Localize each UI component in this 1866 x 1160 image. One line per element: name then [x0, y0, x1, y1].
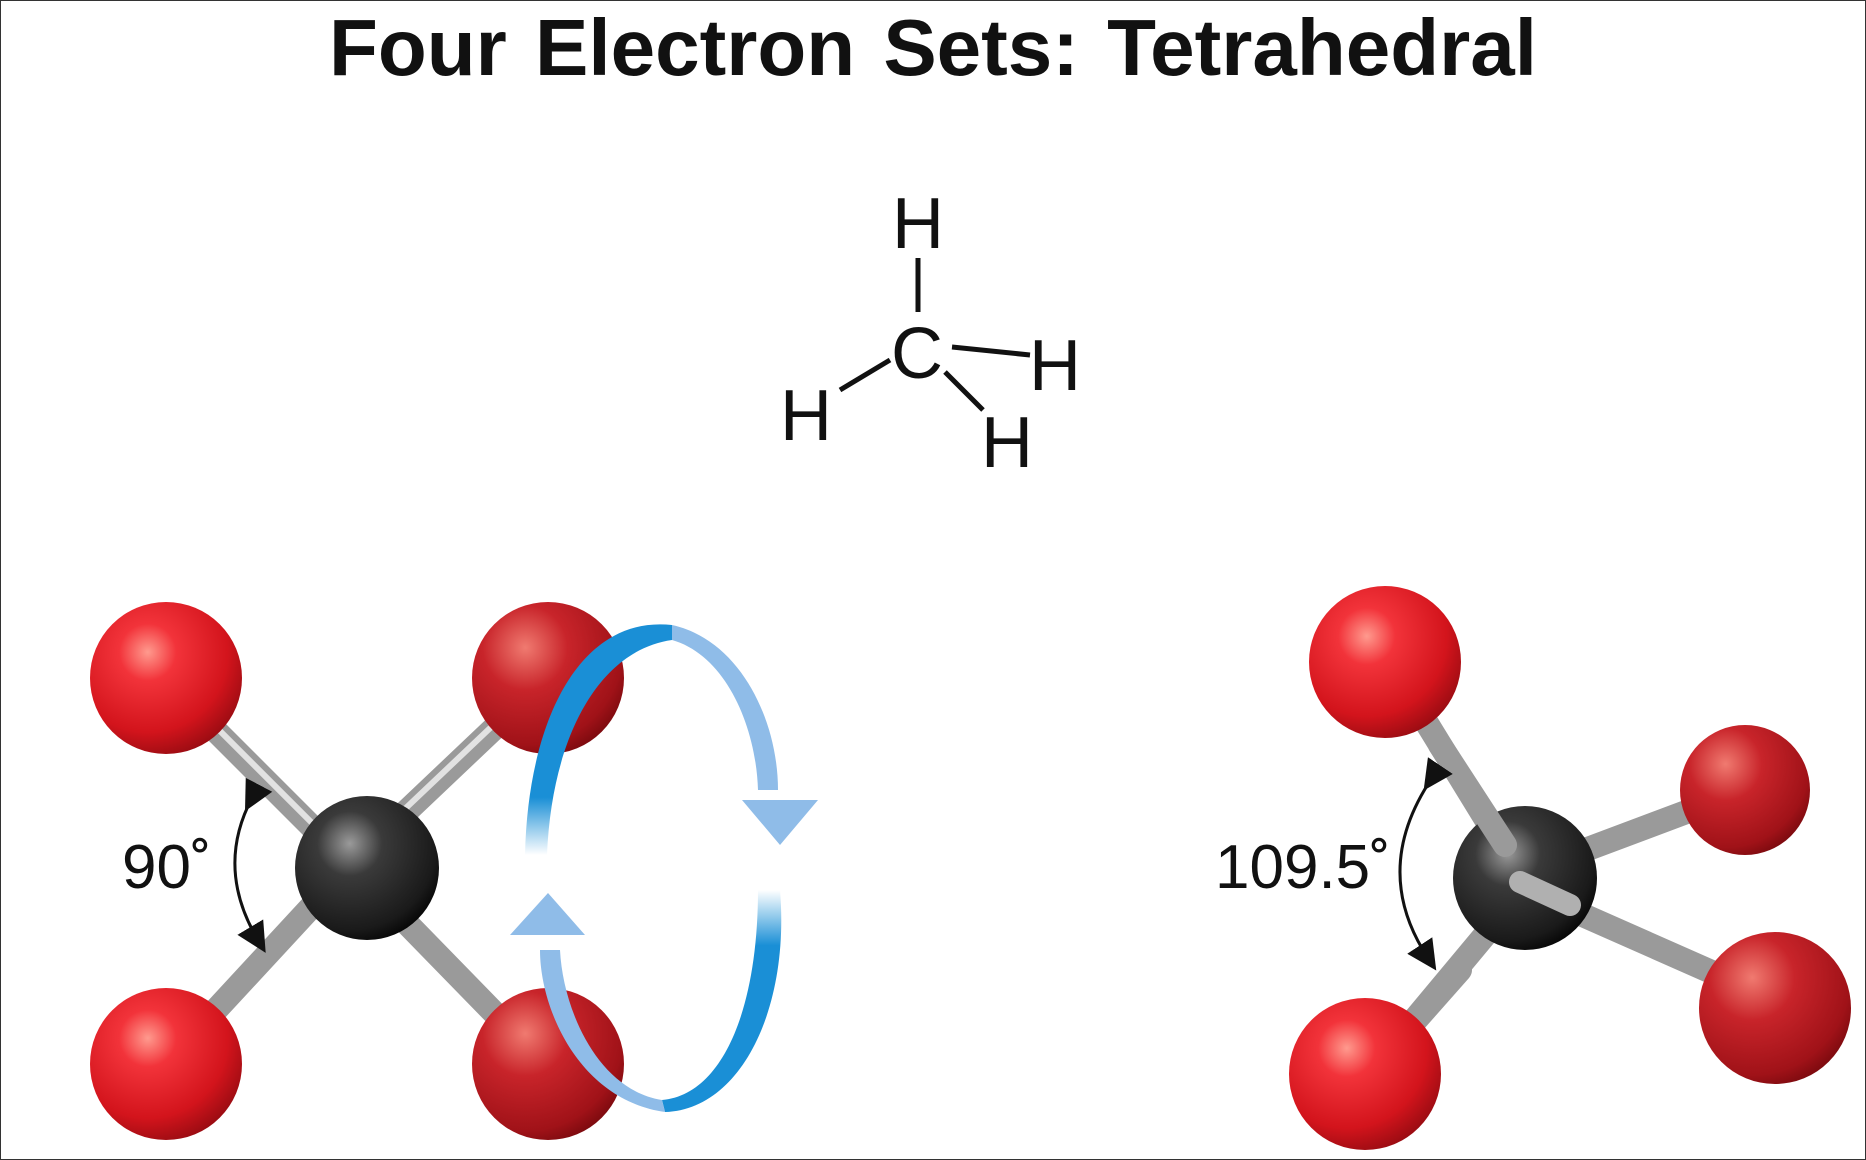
rotation-band-light-lower — [540, 950, 665, 1112]
planar-ligand-lower-right — [472, 988, 624, 1140]
bond-line-bottom — [943, 370, 985, 412]
rotation-arrow — [510, 624, 818, 1112]
bond-line-left — [838, 357, 892, 393]
tetra-ligand-lower-right — [1699, 932, 1851, 1084]
angle-label-109: 109.5˚ — [1215, 833, 1391, 902]
lewis-h-bottom: H — [981, 403, 1033, 483]
rotation-arrowhead-down — [742, 800, 818, 845]
rotation-arrowhead-up — [510, 893, 585, 935]
tetra-ligand-lower-left — [1289, 998, 1441, 1150]
planar-ligand-upper-left — [90, 602, 242, 754]
rotation-band-light-upper — [672, 625, 778, 790]
tetra-ligand-upper-right — [1680, 725, 1810, 855]
planar-model: 90˚ — [90, 602, 818, 1140]
lewis-structure: H C H H H — [780, 184, 1081, 483]
lewis-h-top: H — [892, 184, 944, 264]
rotation-band-upper — [525, 624, 672, 855]
rotation-band-lower — [662, 890, 782, 1112]
planar-ligand-lower-left — [90, 988, 242, 1140]
planar-ligand-upper-right — [472, 602, 624, 754]
lewis-h-right: H — [1029, 326, 1081, 406]
lewis-h-left: H — [780, 376, 832, 456]
bond-line-right — [951, 344, 1031, 358]
tetrahedral-model: 109.5˚ — [1215, 586, 1851, 1150]
angle-arc-90 — [233, 777, 273, 953]
angle-arc-109 — [1398, 757, 1453, 971]
page-title: Four Electron Sets: Tetrahedral — [329, 3, 1537, 92]
angle-label-90: 90˚ — [122, 833, 212, 902]
tetra-bond-front-stub — [1509, 871, 1581, 916]
lewis-carbon: C — [891, 314, 943, 394]
tetra-ligand-top — [1309, 586, 1461, 738]
planar-central-atom — [295, 796, 439, 940]
